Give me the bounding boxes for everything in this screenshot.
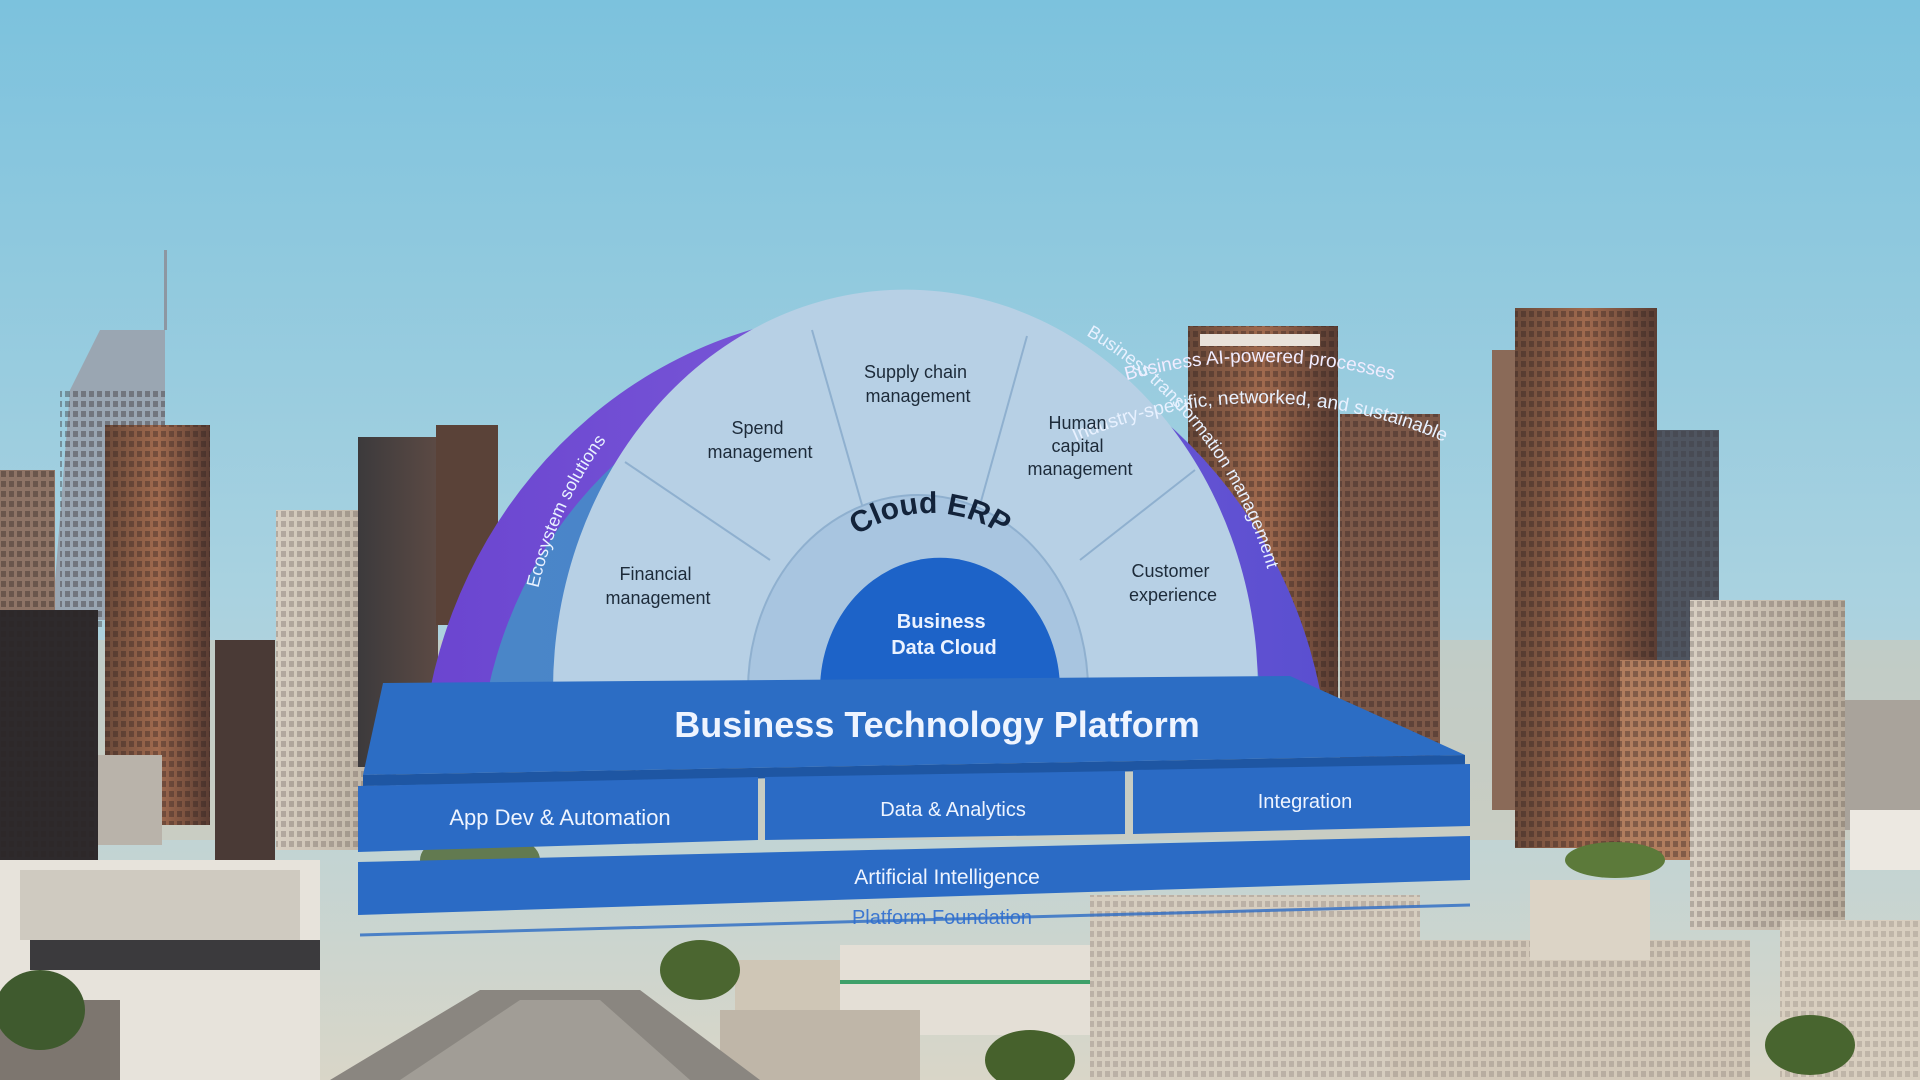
segment-spend-management: Spend management (707, 418, 812, 462)
module-data-analytics: Data & Analytics (880, 799, 1026, 821)
platform-title: Business Technology Platform (674, 704, 1199, 745)
inner-segments-area (553, 289, 1258, 690)
business-data-cloud-core (820, 557, 1060, 690)
foundation-label: Platform Foundation (852, 907, 1032, 929)
business-technology-platform: Business Technology Platform (363, 676, 1465, 786)
segment-human-capital-management: Human capital management (1027, 413, 1132, 479)
platform-modules-row: App Dev & Automation Data & Analytics In… (358, 764, 1470, 852)
core-label: Business Data Cloud (891, 611, 997, 659)
platform-foundation: Platform Foundation (359, 903, 1471, 937)
module-integration: Integration (1258, 791, 1353, 813)
artificial-intelligence-layer: Artificial Intelligence (358, 836, 1470, 915)
segment-supply-chain-management: Supply chain management (864, 362, 972, 406)
ai-layer-label: Artificial Intelligence (854, 866, 1040, 889)
module-app-dev-automation: App Dev & Automation (449, 805, 670, 830)
segment-financial-management: Financial management (605, 564, 710, 608)
cloud-erp-diagram (430, 289, 1320, 691)
segment-dividers (624, 329, 1196, 561)
segment-customer-experience: Customer experience (1129, 561, 1217, 605)
city-skyline (0, 250, 1920, 1080)
